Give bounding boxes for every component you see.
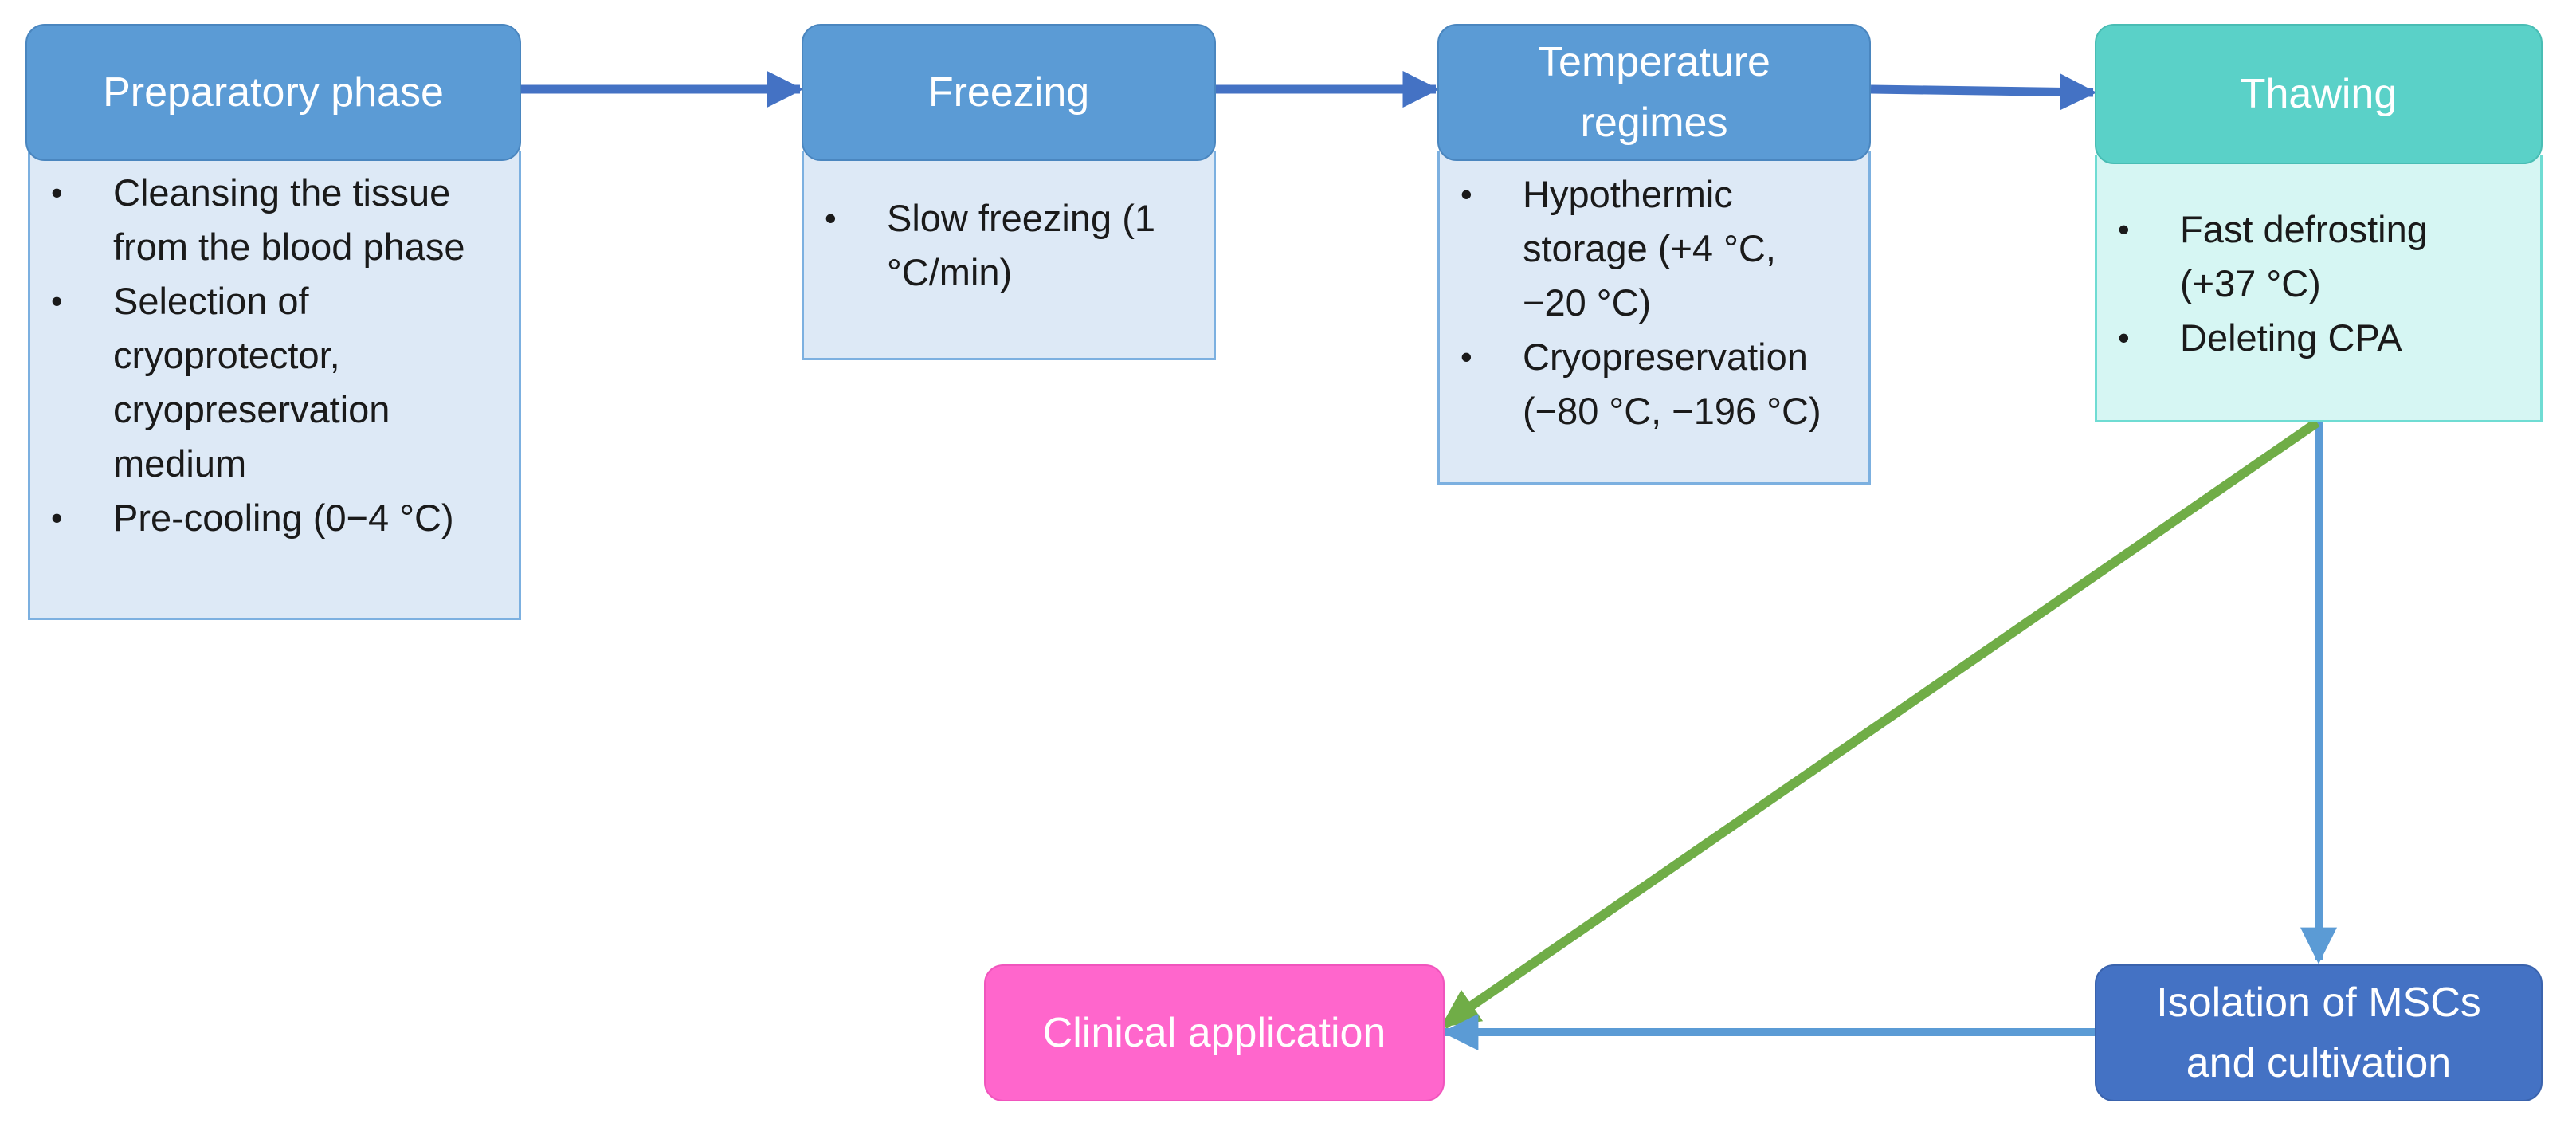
list-item: Pre-cooling (0−4 °C) — [30, 491, 519, 545]
clinical-application-label: Clinical application — [1042, 1010, 1386, 1056]
list-item: Cryopreservation (−80 °C, −196 °C) — [1440, 330, 1868, 438]
list-item: Slow freezing (1 °C/min) — [804, 191, 1214, 300]
freezing-list: Slow freezing (1 °C/min) — [804, 191, 1214, 300]
list-item: Hypothermic storage (+4 °C, −20 °C) — [1440, 167, 1868, 330]
thawing-header: Thawing — [2095, 24, 2543, 164]
clinical-application-box: Clinical application — [984, 964, 1445, 1101]
preparatory-phase-list: Cleansing the tissue from the blood phas… — [30, 166, 519, 545]
thawing-title: Thawing — [2240, 71, 2398, 117]
temperature-regimes-title: Temperature regimes — [1538, 39, 1770, 146]
temperature-regimes-list: Hypothermic storage (+4 °C, −20 °C) Cryo… — [1440, 167, 1868, 438]
temperature-regimes-details: Hypothermic storage (+4 °C, −20 °C) Cryo… — [1437, 151, 1871, 485]
arrow-temperature-to-thawing — [1870, 73, 2097, 111]
list-item: Fast defrosting (+37 °C) — [2097, 202, 2540, 311]
list-item: Deleting CPA — [2097, 311, 2540, 365]
preparatory-phase-title: Preparatory phase — [103, 69, 444, 116]
freezing-details: Slow freezing (1 °C/min) — [802, 151, 1216, 360]
preparatory-phase-details: Cleansing the tissue from the blood phas… — [28, 151, 521, 620]
temperature-regimes-header: Temperature regimes — [1437, 24, 1871, 161]
isolation-msc-box: Isolation of MSCs and cultivation — [2095, 964, 2543, 1101]
isolation-msc-label: Isolation of MSCs and cultivation — [2156, 980, 2481, 1086]
freezing-title: Freezing — [927, 69, 1090, 116]
thawing-details: Fast defrosting (+37 °C) Deleting CPA — [2095, 155, 2543, 422]
freezing-header: Freezing — [802, 24, 1216, 161]
list-item: Selection of cryoprotector, cryopreserva… — [30, 274, 519, 491]
arrow-thawing-to-clinical — [1441, 418, 2320, 1029]
list-item: Cleansing the tissue from the blood phas… — [30, 166, 519, 274]
thawing-list: Fast defrosting (+37 °C) Deleting CPA — [2097, 202, 2540, 365]
preparatory-phase-header: Preparatory phase — [25, 24, 521, 161]
